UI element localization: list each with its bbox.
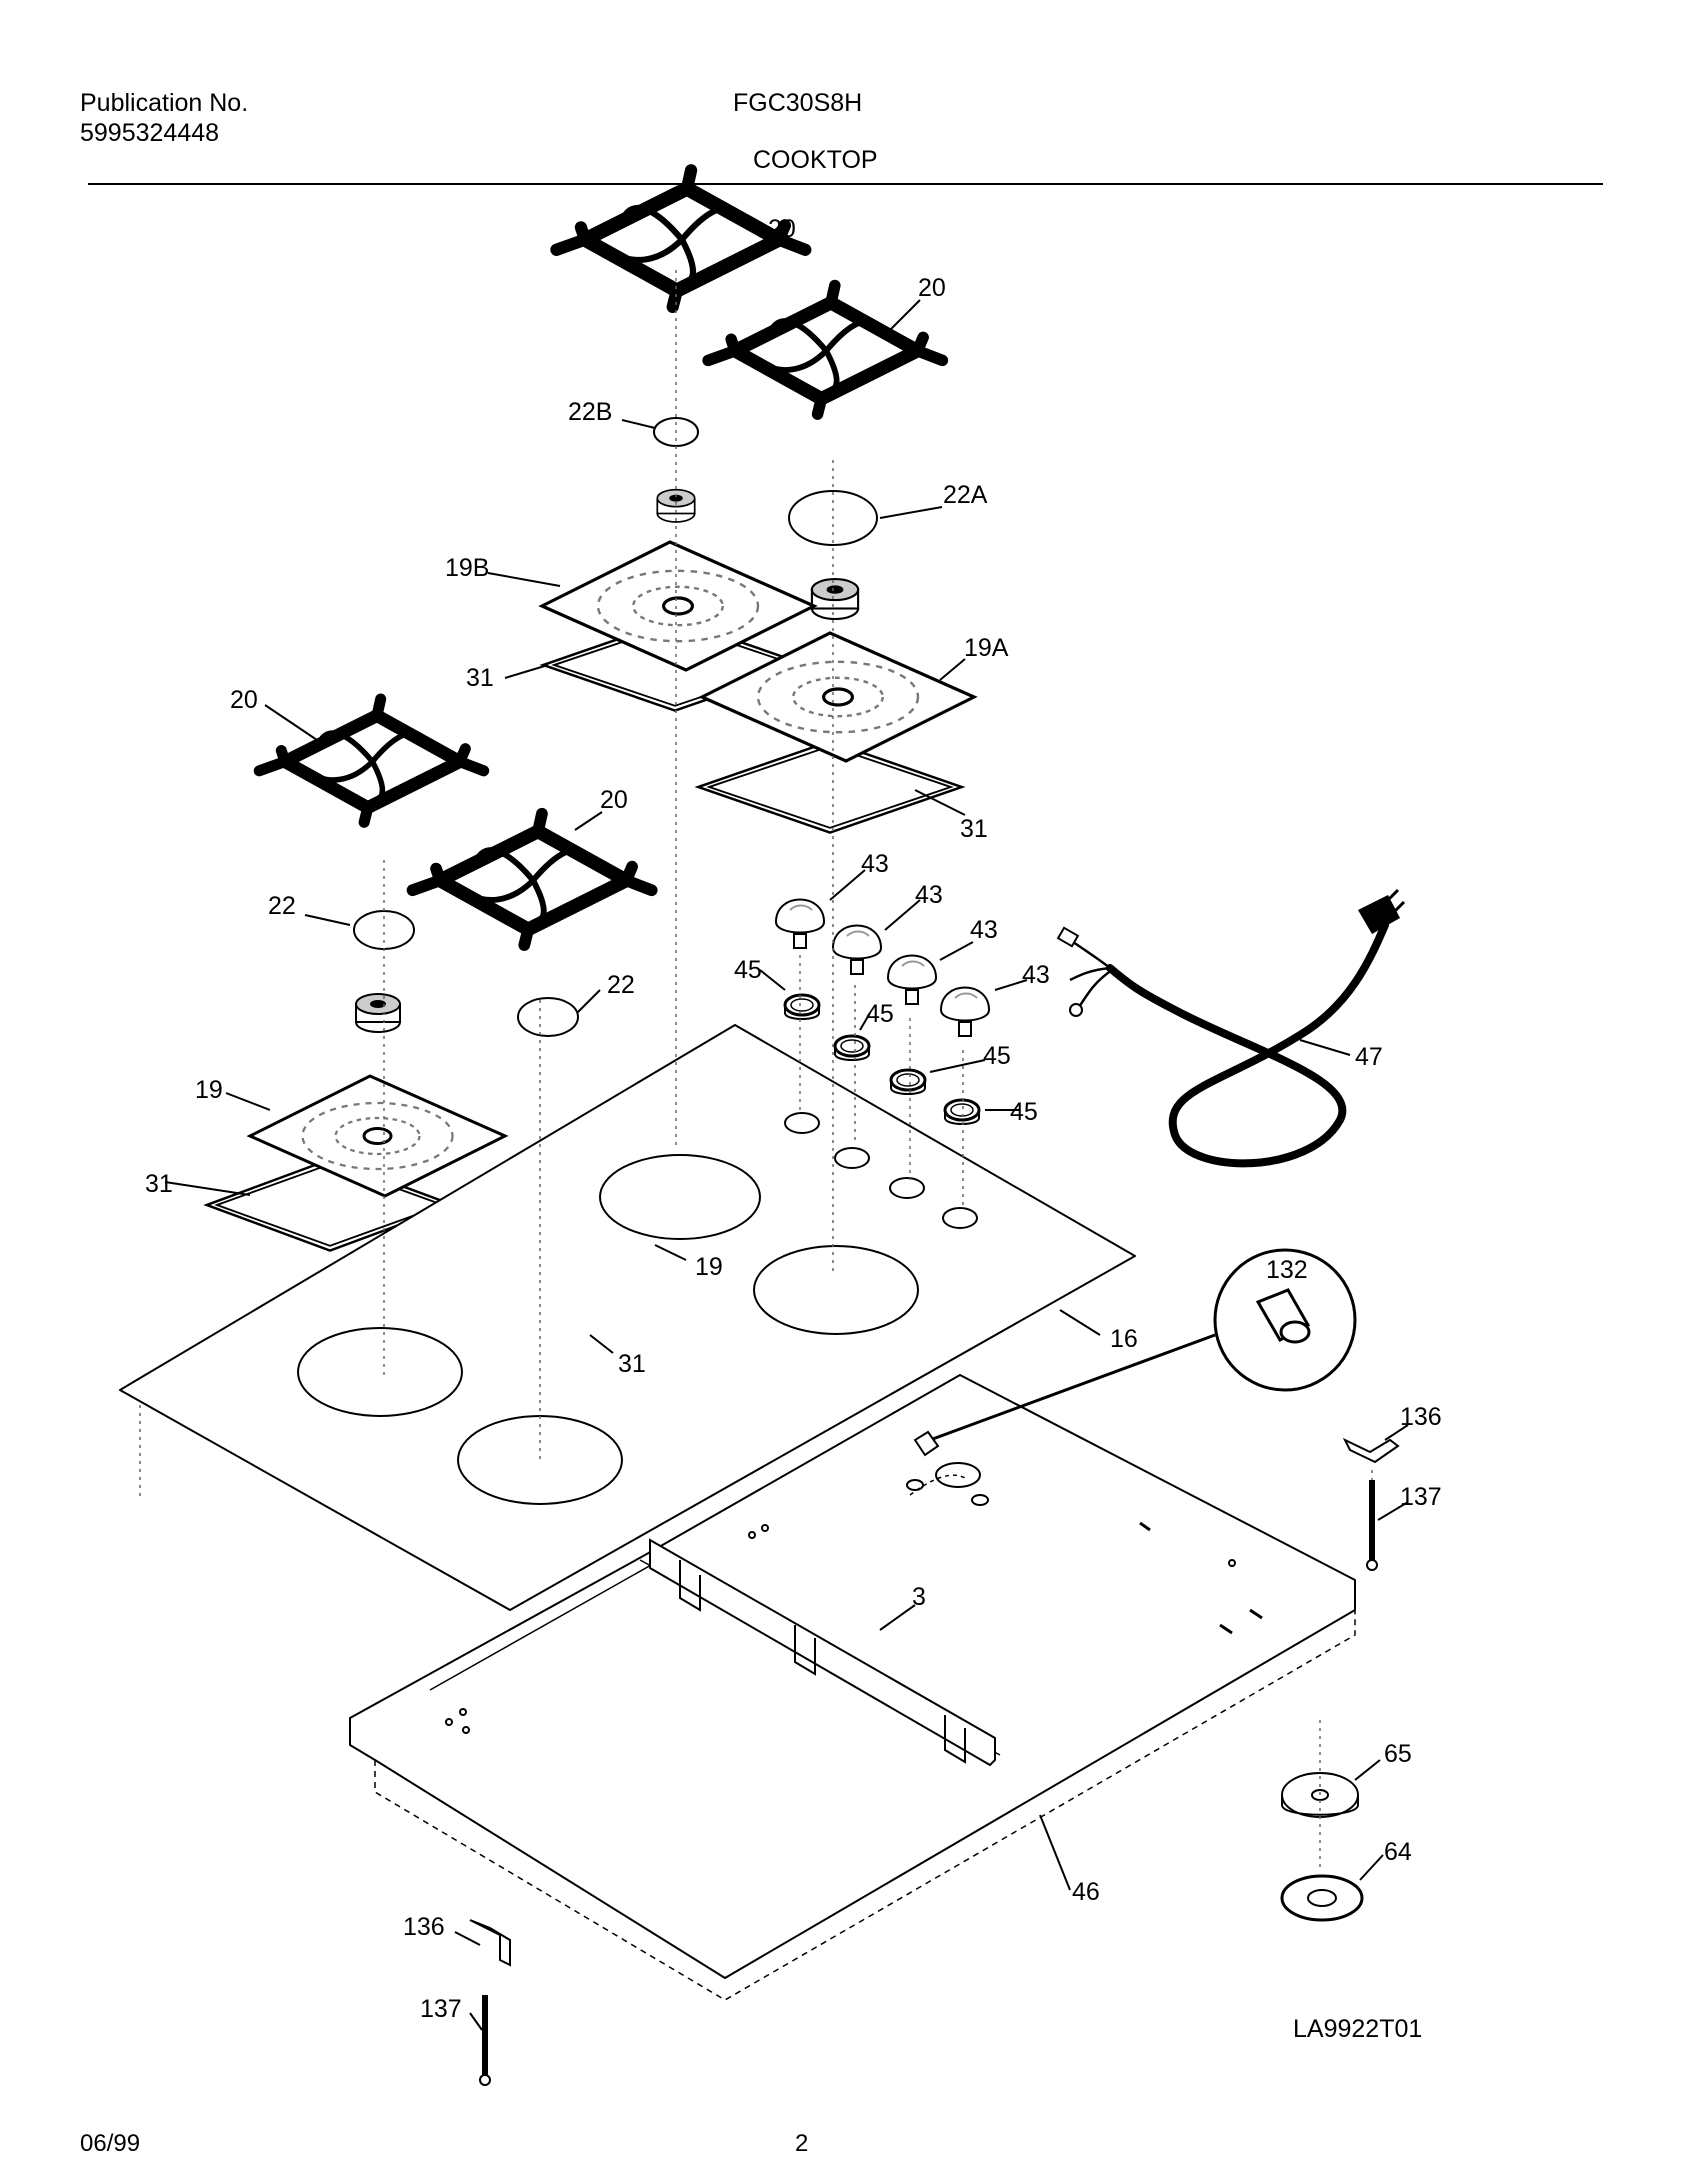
callout: 31 bbox=[960, 815, 988, 843]
grate-front-left bbox=[259, 699, 483, 822]
callout: 136 bbox=[403, 1913, 445, 1941]
callout: 20 bbox=[230, 686, 258, 714]
header-rule bbox=[88, 183, 1603, 185]
callout: 20 bbox=[768, 215, 796, 243]
callout: 31 bbox=[145, 1170, 173, 1198]
callout: 22B bbox=[568, 398, 612, 426]
grate-front-right bbox=[413, 814, 652, 945]
callout: 45 bbox=[1010, 1098, 1038, 1126]
callout: 137 bbox=[420, 1995, 462, 2023]
callout: 45 bbox=[983, 1042, 1011, 1070]
callout: 3 bbox=[912, 1583, 926, 1611]
callout: 31 bbox=[466, 664, 494, 692]
gasket-64 bbox=[1280, 1874, 1364, 1922]
callout: 45 bbox=[734, 956, 762, 984]
callout: 47 bbox=[1355, 1043, 1383, 1071]
callout: 43 bbox=[861, 850, 889, 878]
leader-lines bbox=[164, 234, 1409, 2031]
grate-rear-right bbox=[708, 286, 942, 415]
screw-137-left bbox=[479, 1995, 491, 2086]
callout: 136 bbox=[1400, 1403, 1442, 1431]
publication-number: 5995324448 bbox=[80, 119, 220, 147]
callout: 45 bbox=[866, 1000, 894, 1028]
spark-module-132 bbox=[913, 1248, 1357, 1457]
cooktop-top-16 bbox=[119, 1024, 1136, 1611]
callout: 64 bbox=[1384, 1838, 1412, 1866]
section-title: COOKTOP bbox=[753, 146, 878, 174]
control-knob bbox=[887, 954, 937, 1005]
callout: 137 bbox=[1400, 1483, 1442, 1511]
model-number: FGC30S8H bbox=[733, 89, 863, 117]
burner-cap-22-right bbox=[517, 997, 579, 1037]
callout: 19B bbox=[445, 554, 489, 582]
footer-date: 06/99 bbox=[80, 2130, 141, 2157]
callout: 19 bbox=[695, 1253, 723, 1281]
callout: 22 bbox=[268, 892, 296, 920]
callout: 22 bbox=[607, 971, 635, 999]
burner-head bbox=[810, 578, 860, 621]
power-cord-47 bbox=[1056, 888, 1406, 1168]
drawing-id: LA9922T01 bbox=[1293, 2015, 1422, 2043]
callout: 43 bbox=[970, 916, 998, 944]
alignment-lines bbox=[139, 270, 1373, 1870]
burner-head bbox=[355, 993, 401, 1033]
knob-bezel bbox=[833, 1034, 871, 1062]
callout: 43 bbox=[915, 881, 943, 909]
callout: 43 bbox=[1022, 961, 1050, 989]
callout: 19 bbox=[195, 1076, 223, 1104]
bracket-136-right bbox=[1342, 1437, 1400, 1464]
callout: 19A bbox=[964, 634, 1009, 662]
knob-bezel bbox=[783, 993, 821, 1021]
knob-bezel bbox=[889, 1068, 927, 1096]
callout: 31 bbox=[618, 1350, 646, 1378]
callout: 20 bbox=[600, 786, 628, 814]
callout: 16 bbox=[1110, 1325, 1138, 1353]
page-number: 2 bbox=[795, 2130, 809, 2157]
control-knob bbox=[775, 898, 825, 949]
screw-137-right bbox=[1366, 1480, 1378, 1571]
callout: 20 bbox=[918, 274, 946, 302]
publication-label: Publication No. bbox=[80, 89, 249, 117]
control-knob bbox=[940, 986, 990, 1037]
callout: 132 bbox=[1266, 1256, 1308, 1284]
bracket-136-left bbox=[469, 1919, 511, 1967]
callout: 65 bbox=[1384, 1740, 1412, 1768]
manifold-bracket-3 bbox=[649, 1538, 996, 1767]
callout-labels: 20 20 22B 22A 19B 19A 31 31 20 20 43 43 … bbox=[145, 215, 1442, 2023]
burner-pan-19-left bbox=[248, 1074, 507, 1198]
callout: 22A bbox=[943, 481, 988, 509]
knob-bezel bbox=[943, 1098, 981, 1126]
burner-pan-19a bbox=[700, 631, 976, 763]
control-knob bbox=[832, 924, 882, 975]
callout: 46 bbox=[1072, 1878, 1100, 1906]
